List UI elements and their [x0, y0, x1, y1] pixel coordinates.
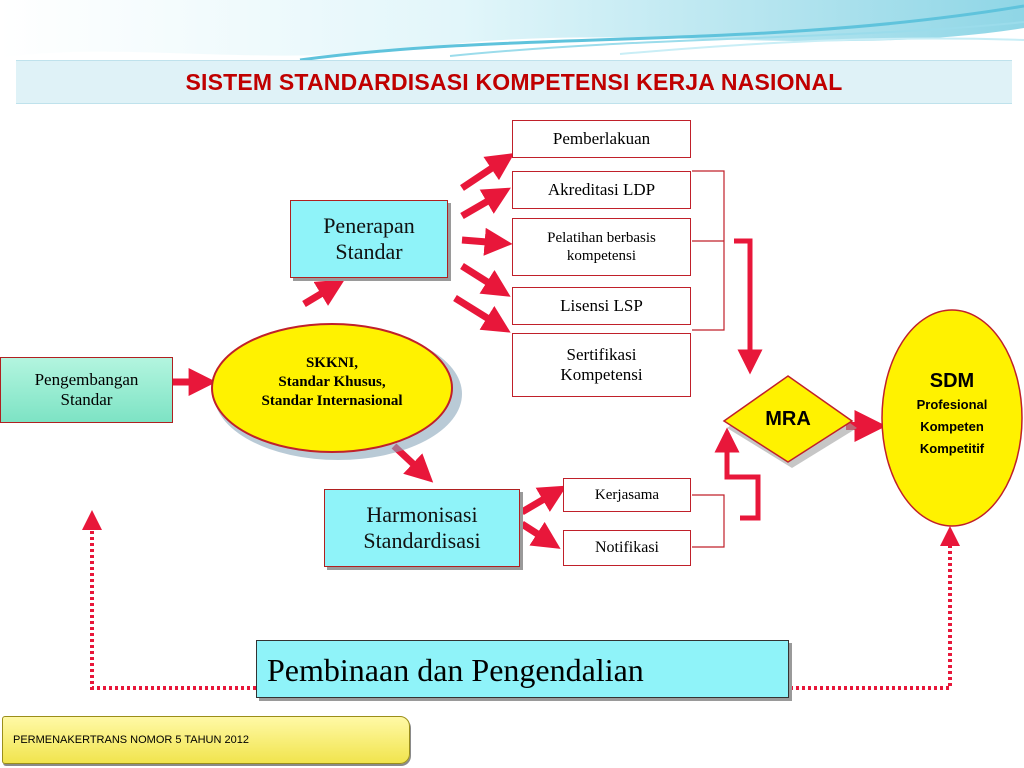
skkni-ellipse	[211, 323, 453, 453]
footer-reference-text: PERMENAKERTRANS NOMOR 5 TAHUN 2012	[13, 734, 249, 746]
node-pengembangan-standar: Pengembangan Standar	[0, 357, 173, 423]
sdm-label: SDM Profesional Kompeten Kompetitif	[886, 368, 1018, 460]
skkni-line-3: Standar Internasional	[261, 392, 403, 409]
sdm-line-1: SDM	[929, 370, 975, 392]
node-penerapan-standar: Penerapan Standar	[290, 200, 448, 278]
mra-diamond	[722, 375, 854, 463]
title-band	[16, 60, 1012, 104]
footer-reference: PERMENAKERTRANS NOMOR 5 TAHUN 2012	[2, 716, 410, 764]
node-akreditasi-ldp: Akreditasi LDP	[512, 171, 691, 209]
node-pelatihan-berbasis-kompetensi: Pelatihan berbasis kompetensi	[512, 218, 691, 276]
mra-label: MRA	[765, 408, 811, 430]
node-kerjasama: Kerjasama	[563, 478, 691, 512]
sdm-ellipse	[881, 309, 1023, 527]
dotted-feedback-loop	[82, 510, 256, 690]
page-title: SISTEM STANDARDISASI KOMPETENSI KERJA NA…	[185, 69, 843, 95]
node-lisensi-lsp: Lisensi LSP	[512, 287, 691, 325]
dotted-feedback-right	[790, 526, 960, 690]
node-notifikasi: Notifikasi	[563, 530, 691, 566]
arrow-upper-to-mra	[734, 238, 763, 375]
skkni-line-2: Standar Khusus,	[278, 373, 386, 390]
node-pembinaan-pengendalian: Pembinaan dan Pengendalian	[256, 640, 789, 698]
arrow-to-pelatihan	[461, 227, 513, 256]
arrow-to-pemberlakuan	[460, 153, 515, 191]
arrow-to-kerjasama	[520, 485, 567, 516]
skkni-line-1: SKKNI,	[305, 355, 359, 371]
sdm-line-3: Kompeten	[920, 419, 984, 434]
arrow-to-notifikasi	[520, 521, 561, 549]
sdm-line-2: Profesional	[916, 397, 988, 412]
arrow-to-sertifikasi	[453, 295, 511, 333]
arrow-lower-to-mra	[714, 427, 761, 521]
skkni-label: SKKNI, Standar Khusus, Standar Internasi…	[220, 354, 444, 410]
node-harmonisasi-standardisasi: Harmonisasi Standardisasi	[324, 489, 520, 567]
bracket-lower-group	[692, 494, 725, 548]
sdm-line-4: Kompetitif	[919, 441, 985, 456]
node-sertifikasi-kompetensi: Sertifikasi Kompetensi	[512, 333, 691, 397]
arrow-to-lisensi	[460, 263, 511, 297]
bracket-upper-group	[692, 170, 725, 331]
arrow-to-akreditasi	[460, 187, 511, 220]
node-pemberlakuan: Pemberlakuan	[512, 120, 691, 158]
arrow-skkni-penerapan	[302, 279, 345, 308]
